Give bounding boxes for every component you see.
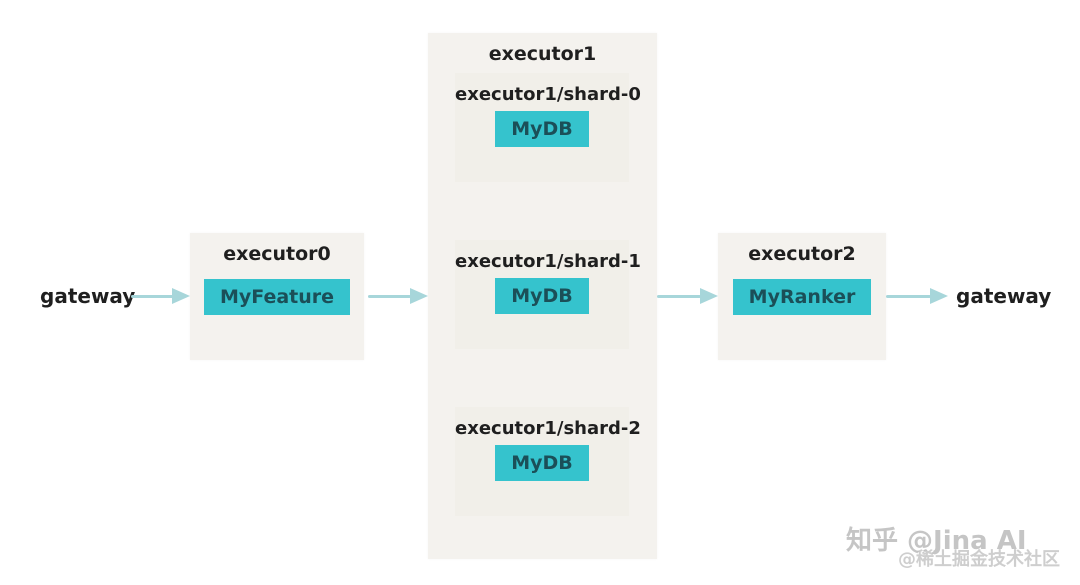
executor2-uses-badge: MyRanker	[732, 279, 872, 315]
flow-arrow-right-icon	[700, 288, 718, 304]
flow-arrow-line	[886, 295, 931, 298]
flow-arrow-right-icon	[172, 288, 190, 304]
executor0-badge-row: MyFeature	[190, 279, 364, 315]
executor1-shard0-box: executor1/shard-0 MyDB	[455, 73, 641, 182]
gateway-in-label: gateway	[40, 284, 136, 308]
executor1-shard0-uses-badge: MyDB	[495, 111, 589, 147]
executor1-shard2-badge-row: MyDB	[455, 445, 629, 481]
executor1-shard1-box: executor1/shard-1 MyDB	[455, 240, 641, 349]
flow-arrow-right-icon	[930, 288, 948, 304]
executor1-shard2-box: executor1/shard-2 MyDB	[455, 407, 641, 516]
executor1-shard1-title: executor1/shard-1	[455, 251, 641, 272]
watermark-juejin: @稀土掘金技术社区	[898, 549, 1060, 570]
watermark-zhihu: 知乎 @Jina AI	[846, 526, 1027, 556]
executor0-box: executor0 MyFeature	[190, 233, 364, 360]
flow-arrow-right-icon	[410, 288, 428, 304]
executor1-shard2-title: executor1/shard-2	[455, 418, 641, 439]
flow-arrow-line	[131, 295, 174, 298]
executor2-badge-row: MyRanker	[718, 279, 886, 315]
executor1-shard1-uses-badge: MyDB	[495, 278, 589, 314]
flow-arrow-line	[368, 295, 411, 298]
executor1-shard0-title: executor1/shard-0	[455, 84, 641, 105]
executor1-shard0-badge-row: MyDB	[455, 111, 629, 147]
gateway-out-label: gateway	[956, 284, 1052, 308]
executor0-title: executor0	[223, 243, 331, 265]
executor2-box: executor2 MyRanker	[718, 233, 886, 360]
executor0-uses-badge: MyFeature	[203, 279, 351, 315]
executor1-title: executor1	[488, 43, 597, 65]
executor2-title: executor2	[748, 243, 856, 265]
flow-arrow-line	[657, 295, 701, 298]
executor1-box: executor1 executor1/shard-0 MyDB executo…	[428, 33, 657, 559]
executor1-shard1-badge-row: MyDB	[455, 278, 629, 314]
executor1-shard2-uses-badge: MyDB	[495, 445, 589, 481]
